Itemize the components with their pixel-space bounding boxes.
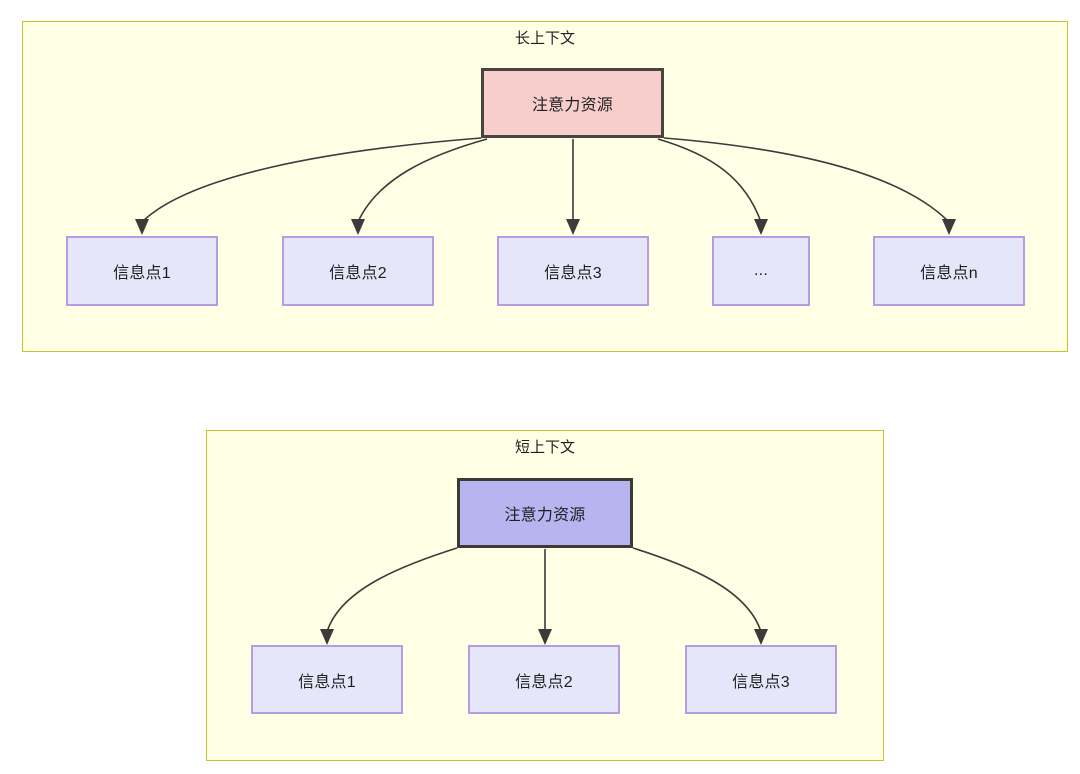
node-info-point-ellipsis[interactable]: ... <box>712 236 810 306</box>
node-info-point-1[interactable]: 信息点1 <box>66 236 218 306</box>
node-attention-resource-short-label: 注意力资源 <box>504 507 586 524</box>
node-short-info-point-2[interactable]: 信息点2 <box>468 645 620 714</box>
node-short-info-point-1-label: 信息点1 <box>298 673 356 691</box>
node-attention-resource-long-label: 注意力资源 <box>531 97 613 114</box>
node-info-point-2[interactable]: 信息点2 <box>282 236 434 306</box>
node-short-info-point-2-label: 信息点2 <box>515 673 573 691</box>
node-info-point-3[interactable]: 信息点3 <box>497 236 649 306</box>
node-attention-resource-long[interactable]: 注意力资源 <box>481 68 664 138</box>
node-short-info-point-3-label: 信息点3 <box>732 673 790 691</box>
node-info-point-2-label: 信息点2 <box>329 265 387 282</box>
node-attention-resource-short[interactable]: 注意力资源 <box>457 478 633 548</box>
node-info-point-1-label: 信息点1 <box>113 265 171 282</box>
node-short-info-point-3[interactable]: 信息点3 <box>685 645 837 714</box>
node-info-point-n-label: 信息点n <box>920 265 978 282</box>
node-info-point-n[interactable]: 信息点n <box>873 236 1025 306</box>
node-info-point-3-label: 信息点3 <box>544 265 602 282</box>
node-short-info-point-1[interactable]: 信息点1 <box>251 645 403 714</box>
node-info-point-ellipsis-label: ... <box>754 262 768 279</box>
group-long-context-title: 长上下文 <box>514 30 575 47</box>
group-short-context-title: 短上下文 <box>514 439 575 456</box>
